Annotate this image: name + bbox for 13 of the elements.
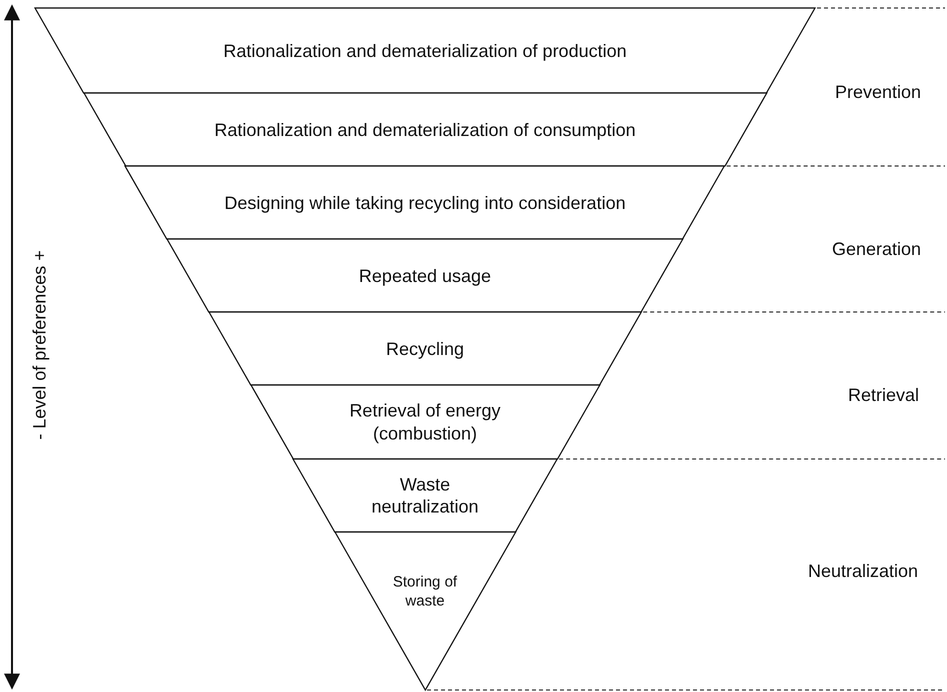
stage-label: Neutralization (808, 561, 918, 582)
band-label: Recycling (384, 337, 465, 360)
stage-label: Retrieval (848, 385, 920, 406)
band-label: Rationalization and dematerialization of consumption (213, 118, 637, 141)
stage-label: Generation (832, 239, 922, 260)
band-label: Repeated usage (358, 264, 492, 287)
band-label: Rationalization and dematerialization of production (222, 39, 628, 62)
stage-label: Prevention (835, 82, 922, 103)
band-label: Designing while taking recycling into consideration (223, 191, 627, 214)
band-label: Storing of waste (392, 573, 458, 611)
band-label: Waste neutralization (370, 473, 480, 518)
band-label: Retrieval of energy (combustion) (348, 400, 502, 444)
axis-label: - Level of preferences + (30, 250, 50, 440)
